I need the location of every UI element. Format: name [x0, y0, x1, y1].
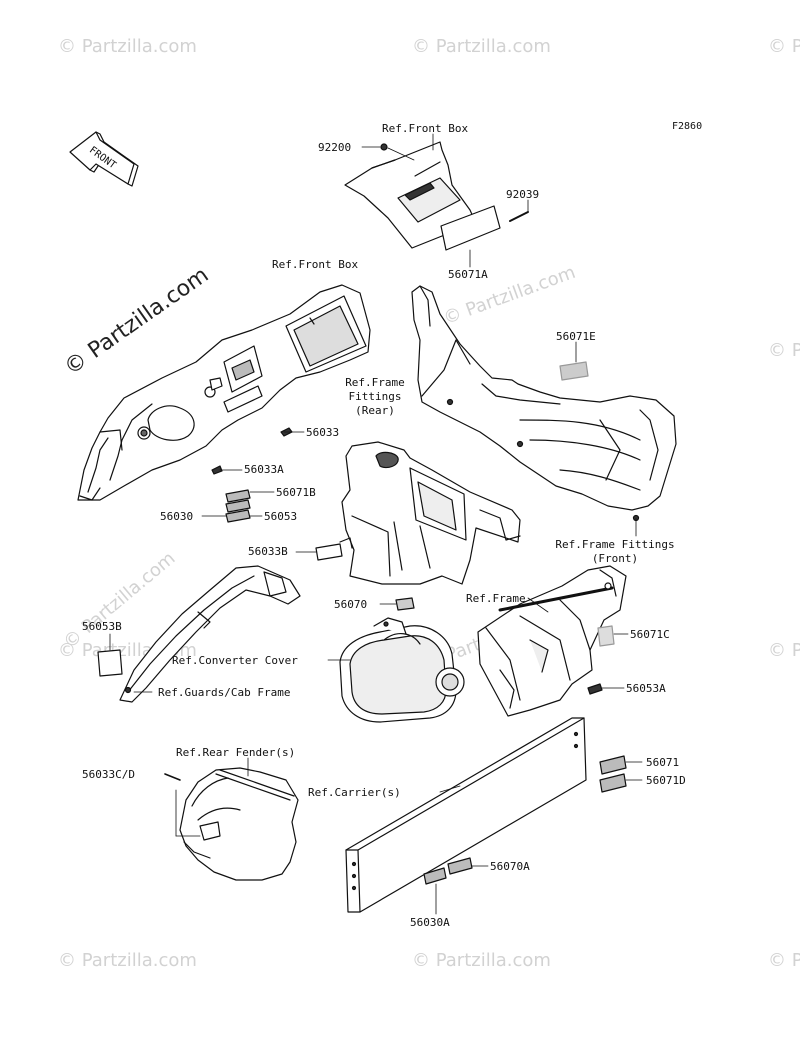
- watermark: © Partzilla.com: [768, 36, 800, 57]
- dashboard-panel-drawing: [77, 284, 371, 501]
- front-box-top-drawing: [344, 141, 529, 251]
- part-56053B[interactable]: 56053B: [82, 620, 122, 633]
- watermark: © Partzilla.com: [58, 950, 197, 971]
- label-ref-frame-fittings-rear-line3[interactable]: (Rear): [355, 404, 395, 417]
- label-ref-front-box-top[interactable]: Ref.Front Box: [382, 122, 469, 135]
- label-ref-carrier[interactable]: Ref.Carrier(s): [308, 786, 401, 799]
- carrier-panel-drawing: [345, 717, 587, 913]
- part-56071D[interactable]: 56071D: [646, 774, 686, 787]
- part-56033A[interactable]: 56033A: [244, 463, 284, 476]
- label-ref-frame[interactable]: Ref.Frame: [466, 592, 526, 605]
- diagram-code: F2860: [672, 121, 703, 132]
- label-ref-front-box-main[interactable]: Ref.Front Box: [272, 258, 359, 271]
- watermark: © Partzilla.com: [58, 36, 197, 57]
- frame-fittings-front-drawing: [411, 285, 677, 522]
- label-ref-frame-fittings-front-line1[interactable]: Ref.Frame Fittings: [555, 538, 675, 551]
- part-56033[interactable]: 56033: [306, 426, 340, 439]
- front-arrow-icon: [69, 131, 139, 187]
- part-56070[interactable]: 56070: [334, 598, 368, 611]
- watermark: © Partzilla.com: [768, 640, 800, 661]
- frame-fittings-rear-drawing: [339, 441, 521, 585]
- part-56071B[interactable]: 56071B: [276, 486, 316, 499]
- watermark: © Partzilla.com: [412, 950, 551, 971]
- part-56053A[interactable]: 56053A: [626, 682, 666, 695]
- label-ref-frame-fittings-rear-line2[interactable]: Fittings: [348, 390, 402, 403]
- part-56030[interactable]: 56030: [160, 510, 194, 523]
- part-56071[interactable]: 56071: [646, 756, 680, 769]
- part-56070A[interactable]: 56070A: [490, 860, 530, 873]
- watermark: © Partzilla.com: [412, 36, 551, 57]
- part-56071C[interactable]: 56071C: [630, 628, 670, 641]
- watermark: © Partzilla.com: [768, 340, 800, 361]
- main-frame-drawing: [477, 565, 627, 717]
- rear-fender-drawing: [179, 767, 299, 881]
- label-ref-converter-cover[interactable]: Ref.Converter Cover: [172, 654, 298, 667]
- part-56030A[interactable]: 56030A: [410, 916, 450, 929]
- watermark: © Partzilla.com: [768, 950, 800, 971]
- label-ref-guards-cab-frame[interactable]: Ref.Guards/Cab Frame: [158, 686, 291, 699]
- part-56071E[interactable]: 56071E: [556, 330, 596, 343]
- converter-cover-drawing: [339, 617, 465, 723]
- part-56033C-D[interactable]: 56033C/D: [82, 768, 135, 781]
- label-ref-rear-fender[interactable]: Ref.Rear Fender(s): [176, 746, 296, 759]
- part-56071A[interactable]: 56071A: [448, 268, 488, 281]
- guards-cab-frame-drawing: [119, 565, 301, 703]
- label-ref-frame-fittings-rear-line1[interactable]: Ref.Frame: [345, 376, 405, 389]
- part-92039[interactable]: 92039: [506, 188, 540, 201]
- part-56033B[interactable]: 56033B: [248, 545, 288, 558]
- label-ref-frame-fittings-front-line2[interactable]: (Front): [591, 552, 639, 565]
- part-56053[interactable]: 56053: [264, 510, 298, 523]
- part-92200[interactable]: 92200: [318, 141, 352, 154]
